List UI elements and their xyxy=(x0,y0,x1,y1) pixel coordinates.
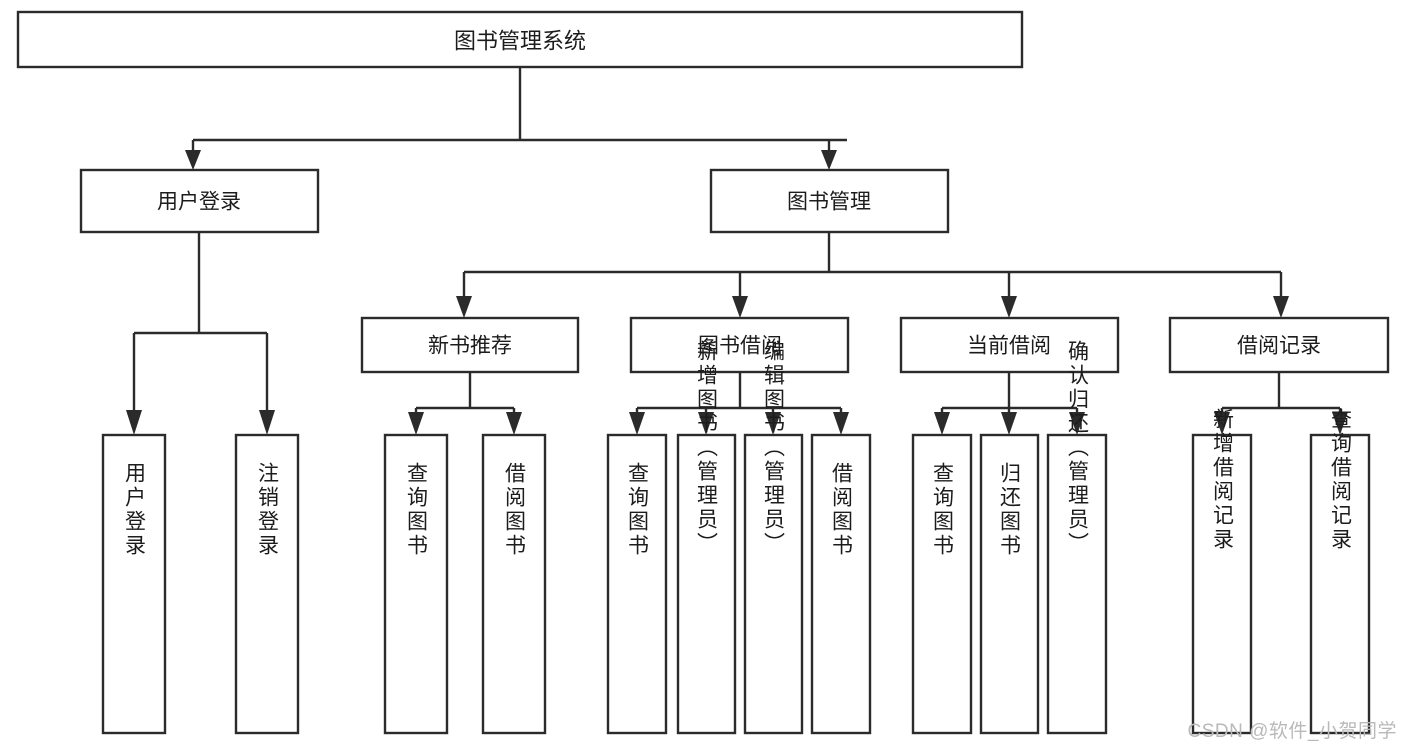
node-leaf-add-book-label: 新增图书（管理员） xyxy=(695,340,719,556)
node-leaf-user-login-label: 用户登录 xyxy=(123,462,147,558)
node-current-borrow[interactable]: 当前借阅 xyxy=(899,316,1120,374)
node-user-login[interactable]: 用户登录 xyxy=(79,168,320,234)
node-root-label: 图书管理系统 xyxy=(454,29,586,54)
node-leaf-edit-book[interactable]: 编辑图书（管理员） xyxy=(743,340,804,735)
connector-user-login-to-leaves xyxy=(126,232,275,435)
node-user-login-label: 用户登录 xyxy=(157,191,241,214)
node-leaf-add-borrow-record[interactable]: 新增借阅记录 xyxy=(1191,408,1253,735)
connector-book-borrow-to-leaves xyxy=(629,372,849,435)
node-leaf-confirm-return[interactable]: 确认归还（管理员） xyxy=(1046,340,1108,735)
node-leaf-logout-label: 注销登录 xyxy=(256,462,280,558)
node-leaf-return-book[interactable]: 归还图书 xyxy=(979,433,1040,735)
node-leaf-query-book-recommend-label: 查询图书 xyxy=(405,462,429,558)
node-leaf-query-book-current-label: 查询图书 xyxy=(931,462,955,558)
node-leaf-borrow-book-recommend[interactable]: 借阅图书 xyxy=(481,433,547,735)
node-new-book-recommend-label: 新书推荐 xyxy=(428,335,512,358)
node-book-management[interactable]: 图书管理 xyxy=(709,168,950,234)
node-leaf-query-borrow-record-label: 查询借阅记录 xyxy=(1329,408,1353,552)
connector-root-to-level2 xyxy=(185,67,847,170)
connector-level2-book-manage-to-level3 xyxy=(456,232,1289,318)
node-leaf-query-book-recommend[interactable]: 查询图书 xyxy=(383,433,449,735)
node-leaf-borrow-book-recommend-label: 借阅图书 xyxy=(503,462,527,558)
node-leaf-confirm-return-label: 确认归还（管理员） xyxy=(1066,340,1090,556)
node-leaf-borrow-book-label: 借阅图书 xyxy=(830,462,854,558)
node-leaf-add-borrow-record-label: 新增借阅记录 xyxy=(1211,408,1235,552)
node-leaf-logout[interactable]: 注销登录 xyxy=(234,433,300,735)
node-leaf-query-borrow-record[interactable]: 查询借阅记录 xyxy=(1309,408,1371,735)
node-leaf-add-book[interactable]: 新增图书（管理员） xyxy=(676,340,737,735)
node-borrow-record-label: 借阅记录 xyxy=(1237,335,1321,358)
node-current-borrow-label: 当前借阅 xyxy=(967,335,1051,358)
node-leaf-query-book-borrow[interactable]: 查询图书 xyxy=(606,433,668,735)
node-leaf-user-login[interactable]: 用户登录 xyxy=(101,433,167,735)
connector-current-borrow-to-leaves xyxy=(934,372,1085,435)
node-book-borrow-label: 图书借阅 xyxy=(698,335,782,358)
node-root-book-management-system[interactable]: 图书管理系统 xyxy=(16,10,1024,69)
connector-borrow-record-to-leaves xyxy=(1214,372,1348,435)
node-leaf-query-book-current[interactable]: 查询图书 xyxy=(911,433,973,735)
node-leaf-edit-book-label: 编辑图书（管理员） xyxy=(762,340,786,556)
connector-new-book-to-leaves xyxy=(408,372,522,435)
node-leaf-return-book-label: 归还图书 xyxy=(998,462,1022,558)
node-leaf-borrow-book[interactable]: 借阅图书 xyxy=(810,433,872,735)
node-new-book-recommend[interactable]: 新书推荐 xyxy=(360,316,580,374)
node-borrow-record[interactable]: 借阅记录 xyxy=(1168,316,1390,374)
node-book-management-label: 图书管理 xyxy=(787,191,871,214)
node-book-borrow[interactable]: 图书借阅 xyxy=(629,316,850,374)
node-leaf-query-book-borrow-label: 查询图书 xyxy=(626,462,650,558)
